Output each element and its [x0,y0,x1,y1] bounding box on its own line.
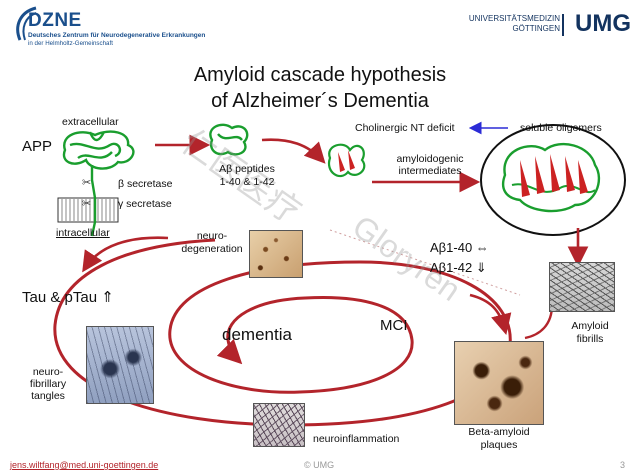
gamma-secretase-label: γ secretase [118,198,172,210]
app-label: APP [22,138,53,155]
fibrils-to-plaques-connector [524,304,554,340]
neurofibrillary-tangles-photo [86,326,154,404]
app-protein-icon [62,130,135,237]
umg-logo-block: UNIVERSITÄTSMEDIZIN GÖTTINGEN UMG [450,10,635,42]
footer-page-number: 3 [620,460,626,470]
neurodegeneration-label-2: degeneration [181,243,243,255]
dzne-logo-block: DZNE Deutsches Zentrum für Neurodegenera… [12,6,272,47]
dzne-logo-text: DZNE [28,10,82,31]
umg-divider [562,14,564,36]
dzne-line1: Deutsches Zentrum für Neurodegenerative … [28,32,206,39]
tangles-label-2: fibrillary [29,378,67,390]
title-line2: of Alzheimer´s Dementia [211,90,429,112]
soluble-oligomers-label: soluble oligomers [520,122,602,134]
cell-membrane [57,197,119,223]
neurodegeneration-label-1: neuro- [196,230,228,242]
amyloidogenic-label-2: intermediates [398,165,462,177]
footer-email-link[interactable]: jens.wiltfang@med.uni-goettingen.de [10,460,159,470]
mci-label: MCI [380,317,408,334]
amyloid-fibrils-label-2: fibrills [576,333,604,345]
cholinergic-label: Cholinergic NT deficit [355,122,455,134]
beta-secretase-label: β secretase [118,178,173,190]
neurodegeneration-photo [249,230,303,278]
extracellular-label: extracellular [62,116,119,128]
neuroinflammation-label: neuroinflammation [313,433,400,445]
dzne-line2: in der Helmholtz-Gemeinschaft [28,40,113,47]
umg-line2: GÖTTINGEN [512,24,560,33]
intermediate-helix-icon [327,143,366,178]
arrow-abeta-to-intermediate [261,138,326,164]
arrow-to-tau [82,236,169,273]
umg-logo-text: UMG [575,10,631,37]
abeta-peptides-label-1: Aβ peptides [219,163,275,175]
neuroinflammation-photo [253,403,305,447]
scissors-gamma-icon: ✂ [82,197,91,210]
umg-line1: UNIVERSITÄTSMEDIZIN [468,14,560,23]
tangles-label-3: tangles [31,390,65,402]
watermark-line [329,229,521,296]
amyloidogenic-label-1: amyloidogenic [396,153,464,165]
abeta-peptides-label-2: 1-40 & 1-42 [219,176,275,188]
amyloid-fibrils-label-1: Amyloid [571,320,609,332]
dementia-label: dementia [222,325,292,344]
tau-label: Tau & pTau ⇑ [22,289,114,306]
tangles-label-1: neuro- [32,366,64,378]
intracellular-label: intracellular [56,227,110,239]
abeta142-label: Aβ1-42 ⇓ [430,260,487,275]
beta-plaques-label-2: plaques [480,439,518,451]
abeta140-label: Aβ1-40 ⇔ [430,240,489,255]
dzne-arc-icon [16,6,37,41]
scissors-beta-icon: ✂ [82,176,91,189]
beta-plaques-label-1: Beta-amyloid [468,426,530,438]
arrow-to-plaques [469,293,512,336]
abeta-peptide-icon [209,123,249,156]
beta-amyloid-plaques-photo [454,341,544,425]
title-line1: Amyloid cascade hypothesis [193,64,447,86]
amyloid-fibrils-photo [549,262,615,312]
oligomer-cluster-icon [501,142,601,213]
footer-copyright: © UMG [304,460,335,470]
